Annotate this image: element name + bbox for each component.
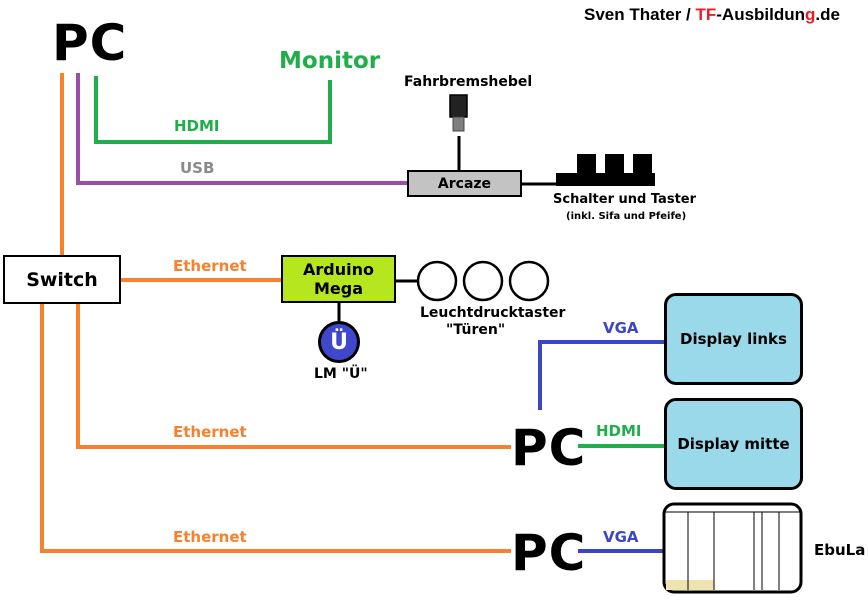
arduino-box: Arduino Mega bbox=[281, 255, 396, 303]
pc-main-label: PC bbox=[52, 14, 128, 72]
vga-bottom-label: VGA bbox=[603, 528, 639, 546]
arduino-label-1: Arduino bbox=[303, 260, 374, 279]
lm-indicator: Ü bbox=[318, 321, 360, 363]
hdmi-mid-label: HDMI bbox=[596, 422, 642, 440]
schalter-label: Schalter und Taster bbox=[553, 192, 697, 207]
lever-icon bbox=[449, 94, 468, 132]
credit-author: Sven Thater / bbox=[584, 5, 696, 24]
vga-pc-display-links bbox=[538, 340, 664, 410]
switch-box: Switch bbox=[3, 255, 121, 304]
arduino-label-2: Mega bbox=[313, 279, 364, 298]
ethernet-switch-pc-bottom bbox=[40, 303, 511, 553]
switch-label: Switch bbox=[26, 268, 98, 291]
schalter-note: (inkl. Sifa und Pfeife) bbox=[566, 211, 687, 222]
credit-mid: -Ausbildun bbox=[716, 5, 806, 24]
ethernet-arduino-label: Ethernet bbox=[173, 257, 247, 275]
fahrbremshebel-label: Fahrbremshebel bbox=[404, 74, 533, 90]
vga-top-label: VGA bbox=[603, 319, 639, 337]
monitor-label: Monitor bbox=[279, 48, 381, 74]
pc-mid-label: PC bbox=[511, 419, 587, 477]
leucht-label-2: "Türen" bbox=[446, 322, 506, 338]
credit-g: g bbox=[805, 5, 816, 24]
display-links-box: Display links bbox=[664, 293, 803, 385]
pc-bottom-label: PC bbox=[511, 524, 587, 582]
push-buttons-icon bbox=[416, 260, 550, 302]
hdmi-pc-monitor bbox=[94, 76, 332, 144]
lm-label: LM "Ü" bbox=[314, 366, 368, 382]
ebula-device-icon bbox=[662, 502, 803, 594]
credit-tf: TF bbox=[695, 5, 717, 24]
display-links-label: Display links bbox=[680, 330, 787, 348]
arcaze-label: Arcaze bbox=[437, 175, 492, 192]
credit-line: Sven Thater / TF-Ausbildung.de bbox=[584, 5, 840, 25]
usb-label: USB bbox=[180, 159, 215, 177]
ethernet-pc-bottom-label: Ethernet bbox=[173, 528, 247, 546]
arcaze-box: Arcaze bbox=[407, 170, 522, 197]
lm-symbol: Ü bbox=[330, 329, 348, 355]
display-mitte-label: Display mitte bbox=[677, 435, 790, 453]
usb-pc-arcaze bbox=[76, 73, 407, 185]
display-mitte-box: Display mitte bbox=[664, 398, 803, 490]
switches-icon bbox=[556, 154, 655, 186]
credit-end: .de bbox=[815, 5, 840, 24]
ethernet-switch-pc-mid bbox=[76, 303, 511, 449]
ethernet-pc-mid-label: Ethernet bbox=[173, 423, 247, 441]
leucht-label-1: Leuchtdrucktaster bbox=[420, 305, 566, 321]
ebula-label: EbuLa bbox=[814, 541, 866, 559]
hdmi-top-label: HDMI bbox=[174, 117, 220, 135]
